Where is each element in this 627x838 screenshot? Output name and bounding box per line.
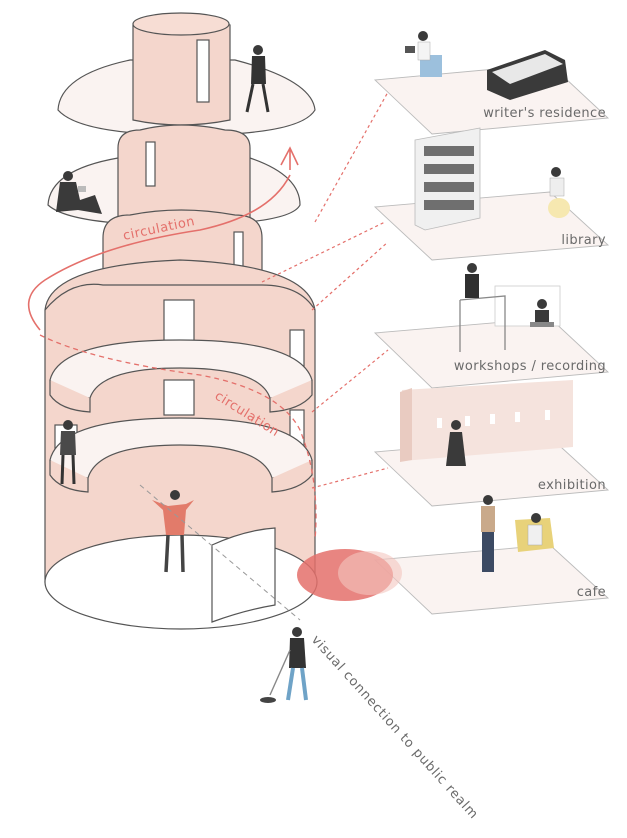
label-cafe: cafe bbox=[577, 585, 606, 600]
person-speaker-body bbox=[465, 274, 479, 298]
person-outside-vacuum bbox=[260, 627, 306, 703]
tower-top-cap bbox=[133, 13, 229, 35]
person-barista-legs bbox=[482, 532, 494, 572]
window-middle-lower bbox=[164, 380, 194, 415]
label-visual-connection: visual connection to public realm bbox=[308, 633, 481, 823]
exhibition-wall-side bbox=[400, 388, 412, 462]
cafe-entry-highlight-light bbox=[338, 551, 402, 595]
link-exhibition bbox=[312, 350, 388, 412]
link-writers-residence bbox=[315, 92, 388, 222]
person-reader-body bbox=[550, 178, 564, 196]
label-exhibition: exhibition bbox=[538, 478, 606, 493]
person-visitor-head bbox=[451, 420, 461, 430]
window-top bbox=[197, 40, 209, 102]
platform-library bbox=[375, 192, 608, 260]
label-library: library bbox=[561, 233, 606, 248]
label-writers-residence: writer's residence bbox=[483, 106, 606, 121]
chair-listener-icon bbox=[530, 322, 554, 327]
person-listener-body bbox=[535, 310, 549, 324]
person-listener-head bbox=[537, 299, 547, 309]
exhibition-wall bbox=[402, 380, 573, 461]
person-speaker-head bbox=[467, 263, 477, 273]
person-barista-body bbox=[481, 506, 495, 532]
link-cafe bbox=[312, 468, 388, 488]
person-barista-head bbox=[483, 495, 493, 505]
laptop-icon bbox=[405, 46, 415, 53]
person-reader-head bbox=[551, 167, 561, 177]
person-guest-head bbox=[531, 513, 541, 523]
person-writer-head bbox=[418, 31, 428, 41]
person-writer-body bbox=[418, 42, 430, 60]
bookshelf-icon bbox=[415, 128, 480, 230]
window-middle bbox=[164, 300, 194, 345]
stool-icon bbox=[548, 198, 570, 218]
link-library bbox=[262, 222, 385, 282]
label-workshops: workshops / recording bbox=[454, 359, 606, 374]
person-guest-body bbox=[528, 525, 542, 545]
circulation-arrow-icon bbox=[281, 148, 298, 170]
platform-workshops bbox=[375, 318, 608, 388]
window-second bbox=[146, 142, 155, 186]
